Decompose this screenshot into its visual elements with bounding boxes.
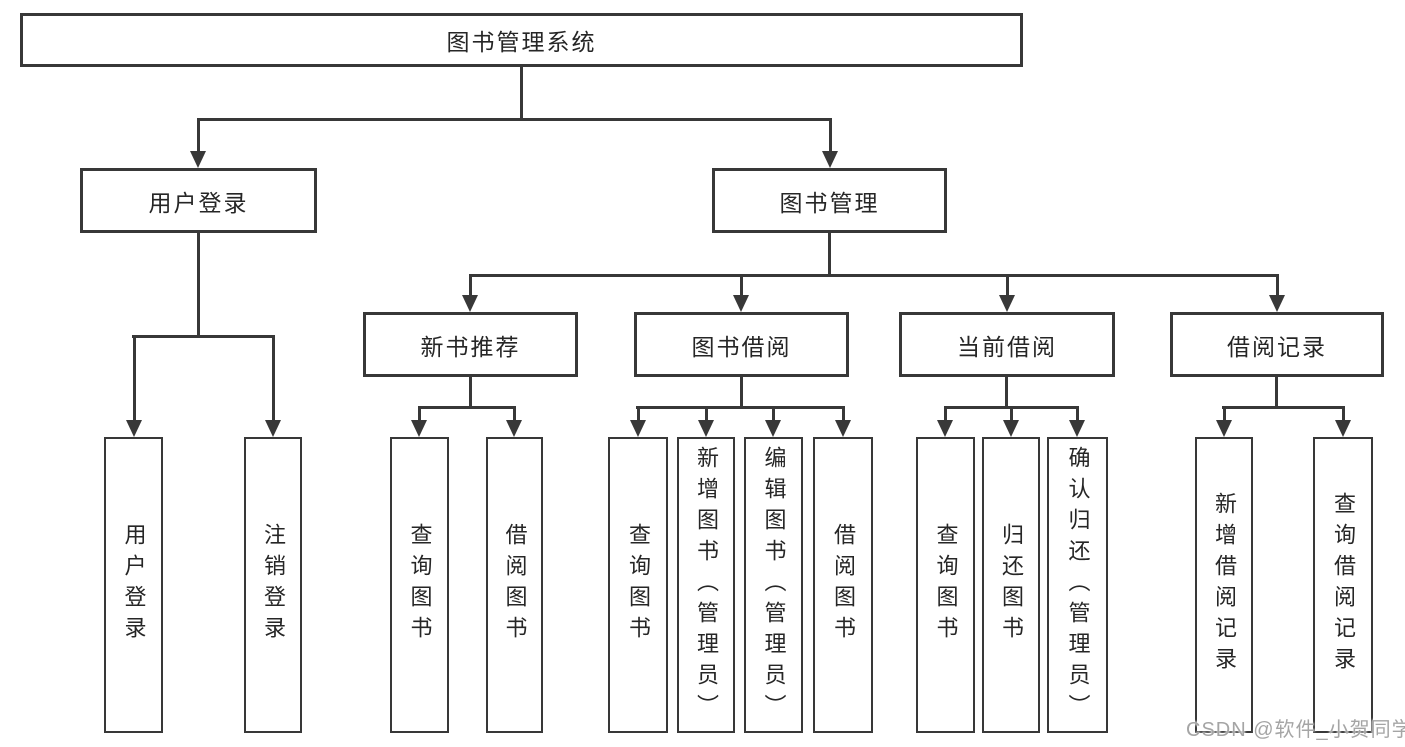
connector-root-bar	[197, 118, 831, 121]
arrow-to-add-books-admin	[698, 406, 715, 437]
connector-root-stem	[520, 65, 523, 121]
node-query-books-borrowing: 查询图书	[608, 437, 668, 733]
arrow-to-borrow-books-recommend	[506, 406, 523, 437]
node-confirm-return-admin: 确认归还（管理员）	[1047, 437, 1108, 733]
arrow-to-return-books	[1003, 406, 1020, 437]
connector-book-management-stem	[828, 231, 831, 277]
node-add-books-admin: 新增图书（管理员）	[677, 437, 735, 733]
connector-book-management-bar	[469, 274, 1279, 277]
node-borrowing-records: 借阅记录	[1170, 312, 1384, 377]
node-borrow-books-recommend: 借阅图书	[486, 437, 543, 733]
node-user-login-action: 用户登录	[104, 437, 163, 733]
arrow-to-query-borrow-record	[1335, 406, 1352, 437]
node-user-login: 用户登录	[80, 168, 317, 233]
arrow-to-user-login	[190, 118, 207, 168]
node-logout-action: 注销登录	[244, 437, 302, 733]
arrow-to-add-borrow-record	[1216, 406, 1233, 437]
node-library-management-system: 图书管理系统	[20, 13, 1023, 67]
node-borrow-books-borrowing: 借阅图书	[813, 437, 873, 733]
node-book-management: 图书管理	[712, 168, 947, 233]
arrow-to-edit-books-admin	[765, 406, 782, 437]
node-book-borrowing: 图书借阅	[634, 312, 849, 377]
node-query-books-recommend: 查询图书	[390, 437, 449, 733]
connector-user-login-bar	[132, 335, 275, 338]
arrow-to-query-books-borrowing	[630, 406, 647, 437]
arrow-to-borrowing-records	[1269, 274, 1286, 312]
arrow-to-borrow-books-borrowing	[835, 406, 852, 437]
arrow-to-confirm-return-admin	[1069, 406, 1086, 437]
node-edit-books-admin: 编辑图书（管理员）	[744, 437, 803, 733]
arrow-to-book-borrowing	[733, 274, 750, 312]
arrow-to-new-book-recommendation	[462, 274, 479, 312]
connector-borrowing-records-stem	[1275, 375, 1278, 409]
node-add-borrow-record: 新增借阅记录	[1195, 437, 1253, 733]
connector-borrowing-records-bar	[1222, 406, 1344, 409]
node-new-book-recommendation: 新书推荐	[363, 312, 578, 377]
connector-book-borrowing-stem	[740, 375, 743, 409]
csdn-watermark: CSDN @软件_小贺同学	[1186, 719, 1405, 741]
arrow-to-logout-action	[265, 335, 282, 437]
arrow-to-book-management	[822, 118, 839, 168]
connector-new-book-bar	[418, 406, 516, 409]
arrow-to-query-books-current	[937, 406, 954, 437]
node-return-books: 归还图书	[982, 437, 1040, 733]
connector-current-borrowing-stem	[1005, 375, 1008, 409]
connector-book-borrowing-bar	[636, 406, 844, 409]
arrow-to-user-login-action	[126, 335, 143, 437]
connector-new-book-stem	[469, 375, 472, 409]
connector-user-login-stem	[197, 231, 200, 337]
node-query-borrow-record: 查询借阅记录	[1313, 437, 1373, 733]
node-current-borrowing: 当前借阅	[899, 312, 1115, 377]
arrow-to-current-borrowing	[999, 274, 1016, 312]
arrow-to-query-books-recommend	[411, 406, 428, 437]
node-query-books-current: 查询图书	[916, 437, 975, 733]
